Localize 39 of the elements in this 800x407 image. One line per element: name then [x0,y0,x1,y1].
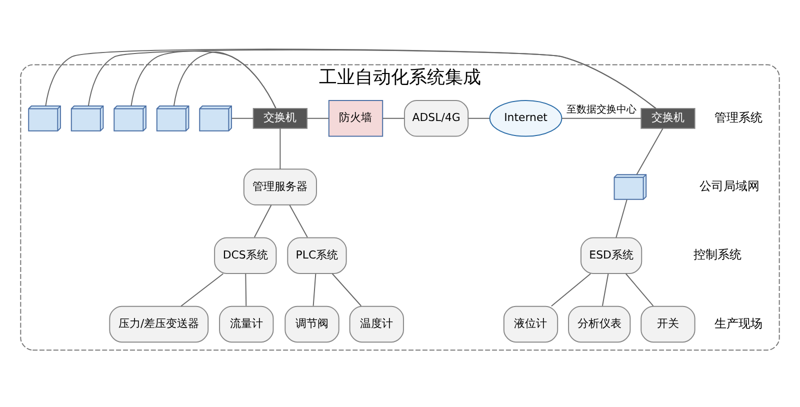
node-box: PLC系统 [287,237,347,274]
node-box: 开关 [640,306,696,343]
label: 管理系统 [714,110,763,124]
node-box: 压力/差压变送器 [109,306,209,343]
label: 公司局域网 [700,179,760,194]
connector [616,199,628,238]
connector [636,128,664,175]
connector [312,273,316,306]
node-box: ESD系统 [580,237,642,274]
node-box: 交换机 [252,108,308,129]
connector [625,273,654,306]
node-box: 液位计 [503,306,558,343]
connector [254,204,272,238]
label: 控制系统 [694,248,742,262]
node-box: 调节阀 [284,306,340,343]
connector [382,118,405,119]
connector [231,118,254,119]
node-box: 温度计 [349,306,404,343]
connector [289,204,308,238]
connector [130,50,276,109]
connector [550,273,592,307]
connector [245,273,247,306]
node-ellipse: Internet [489,100,562,137]
node-box: DCS系统 [214,237,277,274]
edge-label: 至数据交换中心 [566,104,636,116]
connector [180,273,224,307]
node-box: 交换机 [640,108,696,129]
connector [332,273,362,306]
node-box: 分析仪表 [568,306,631,343]
node-box: ADSL/4G [404,100,469,137]
label: 生产现场 [714,316,763,330]
connector [306,118,330,119]
node-box: 防火墙 [328,100,384,137]
node-box: 流量计 [219,306,274,343]
connector [602,273,609,306]
connector [561,118,642,119]
node-box: 管理服务器 [243,168,317,206]
connector [280,128,281,170]
connector [468,118,490,119]
